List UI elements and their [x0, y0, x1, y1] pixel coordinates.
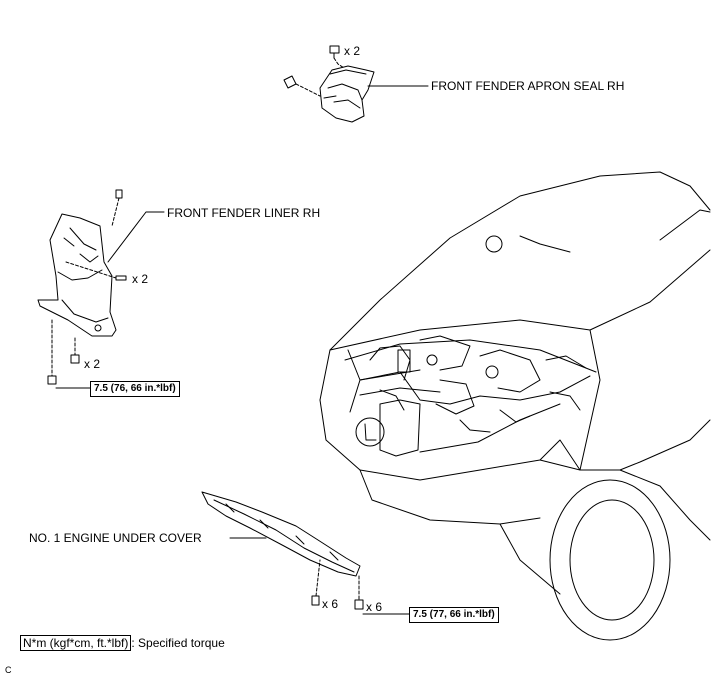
cover-screw-icon [311, 559, 321, 606]
illustration-code: C [5, 665, 12, 675]
fender-liner-part [37, 213, 117, 337]
under-cover-part [201, 491, 361, 577]
liner-bolt-torque-icon [47, 319, 91, 389]
apron-clip-qty: x 2 [344, 44, 361, 58]
fender-liner-leader [107, 211, 165, 263]
fender-liner-label: FRONT FENDER LINER RH [167, 206, 321, 220]
liner-screw-top-icon [111, 189, 123, 227]
liner-bolt-icon [70, 337, 80, 364]
vehicle-outline [319, 171, 711, 641]
cover-torque-spec: 7.5 (77, 66 in.*lbf) [409, 607, 499, 623]
apron-seal-part [319, 65, 375, 123]
cover-bolt-qty: x 6 [366, 600, 383, 614]
liner-bolt-qty: x 2 [84, 357, 101, 371]
cover-bolt-icon [354, 575, 411, 615]
liner-screw-side-icon [65, 261, 127, 281]
under-cover-label: NO. 1 ENGINE UNDER COVER [29, 531, 202, 545]
engine-bay [347, 335, 591, 433]
liner-torque-spec: 7.5 (76, 66 in.*lbf) [90, 381, 180, 397]
cover-screw-qty: x 6 [322, 597, 339, 611]
liner-screw-qty: x 2 [132, 272, 149, 286]
legend-unit-box: N*m (kgf*cm, ft.*lbf) [20, 635, 132, 651]
legend-text: : Specified torque [131, 636, 225, 650]
apron-clip-icon [329, 45, 345, 69]
apron-clip-2-icon [283, 75, 321, 97]
apron-seal-label: FRONT FENDER APRON SEAL RH [431, 79, 625, 93]
torque-legend: N*m (kgf*cm, ft.*lbf): Specified torque [20, 635, 225, 651]
